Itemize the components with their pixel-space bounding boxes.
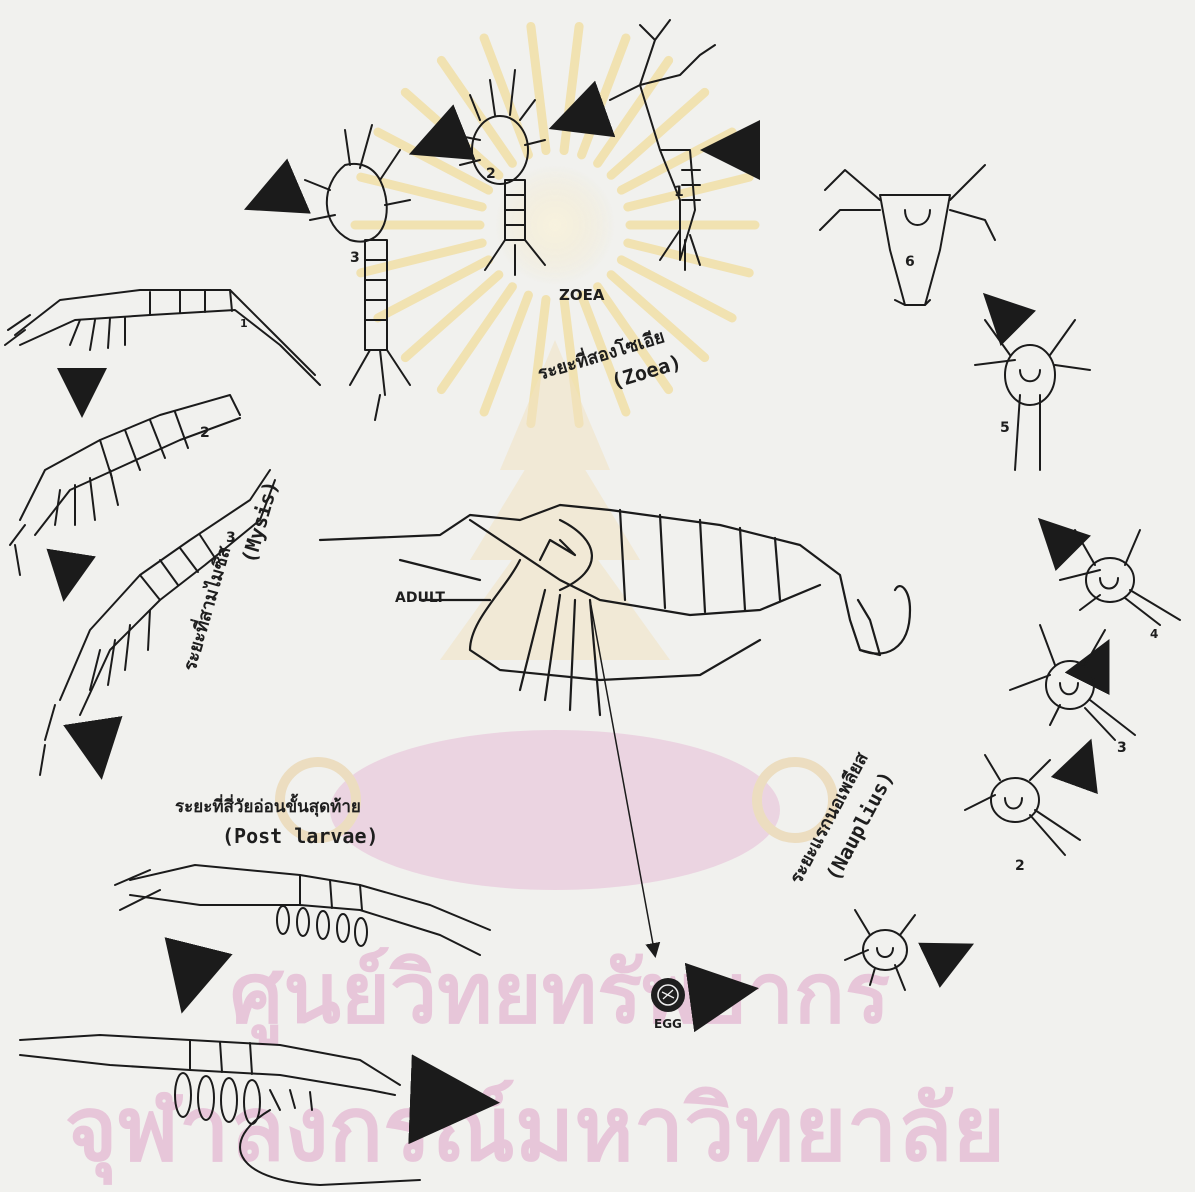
nauplius-number-5: 5 <box>1000 420 1010 436</box>
nauplius-larva-2 <box>965 755 1080 855</box>
emblem-ray <box>405 92 499 175</box>
mysis-larva-1 <box>5 290 320 385</box>
nauplius-number-3: 3 <box>1117 740 1127 756</box>
nauplius-number-2: 2 <box>1015 858 1025 874</box>
adult-label: ADULT <box>395 590 445 606</box>
mysis-number-3: 3 <box>226 530 236 546</box>
nauplius-larva-6 <box>820 165 995 305</box>
zoea-number-2: 2 <box>486 166 496 182</box>
mysis-larva-2 <box>10 395 240 575</box>
post-larvae-stage-title-th: ระยะที่สี่วัยอ่อนขั้นสุดท้าย <box>175 793 361 817</box>
nauplius-larva-4 <box>1060 530 1180 625</box>
stage-arrow-icon <box>708 990 745 995</box>
zoea-label: ZOEA <box>559 286 605 304</box>
mysis-number-1: 1 <box>240 317 248 330</box>
stage-arrow-icon <box>990 300 1008 318</box>
stage-arrow-icon <box>1045 525 1065 545</box>
mysis-stage-title-th: ระยะที่สามไมซิส <box>177 542 236 673</box>
egg-label: EGG <box>654 1017 682 1031</box>
stage-arrow-icon <box>420 140 445 150</box>
nauplius-larva-3 <box>1010 625 1135 740</box>
nauplius-number-4: 4 <box>1150 627 1158 641</box>
emblem-ray <box>564 26 579 150</box>
post-larva-1 <box>115 865 490 955</box>
stage-arrow-icon <box>430 1100 482 1102</box>
post-larvae-stage-title-en: (Post larvae) <box>222 824 379 848</box>
stage-arrow-icon <box>65 560 70 592</box>
zoea-number-1: 1 <box>674 184 684 200</box>
zoea-number-3: 3 <box>350 250 360 266</box>
mysis-number-2: 2 <box>200 425 210 441</box>
emblem-ray <box>405 275 499 358</box>
egg-icon <box>651 978 685 1012</box>
stage-arrow-icon <box>95 735 100 768</box>
stage-arrow-icon <box>1095 648 1105 668</box>
watermark-line2: จุฬาลงกรณ์มหาวิทยาลัย <box>65 1077 1005 1186</box>
emblem-ray <box>531 26 546 150</box>
stage-arrow-icon <box>185 960 195 1000</box>
mysis-stage-title-en: (Mysis) <box>237 478 283 566</box>
stage-arrow-icon <box>1080 748 1088 770</box>
stage-arrow-icon <box>940 948 965 960</box>
nauplius-number-6: 6 <box>905 254 915 270</box>
nauplius-larva-5 <box>975 320 1090 470</box>
emblem-cushion <box>330 730 780 890</box>
watermark-line1: ศูนย์วิทยทรัพยากร <box>230 944 890 1046</box>
stage-arrow-icon <box>255 190 290 205</box>
emblem-crown <box>440 340 670 660</box>
